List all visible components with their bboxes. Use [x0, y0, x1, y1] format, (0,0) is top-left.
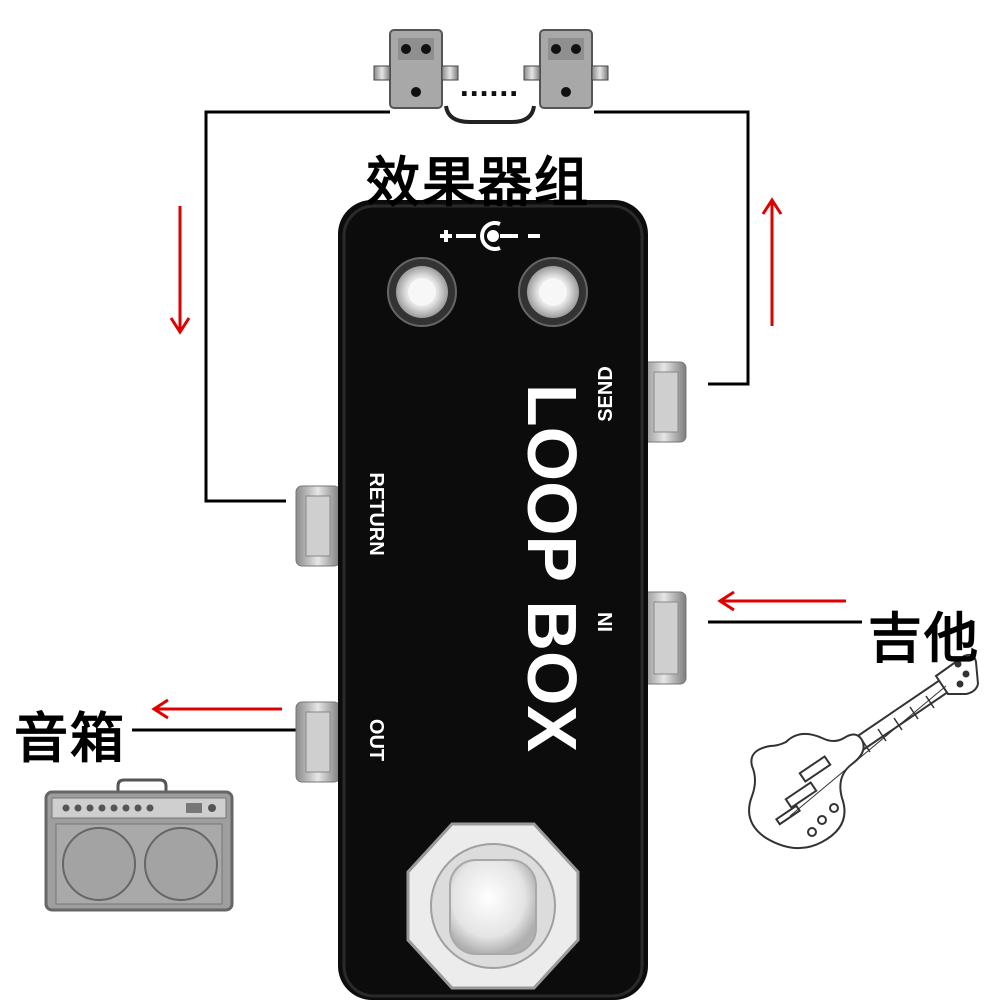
effects-chain-label: 效果器组 — [366, 151, 590, 214]
amplifier-label: 音箱 — [14, 707, 126, 770]
return-jack — [295, 485, 341, 567]
send-line — [594, 110, 750, 386]
effect-pedal-icon — [373, 29, 459, 109]
out-label: OUT — [365, 719, 387, 761]
arrow-icon — [169, 206, 191, 335]
return-label: RETURN — [365, 472, 387, 555]
arrow-icon — [151, 698, 282, 720]
send-jack — [641, 361, 687, 443]
guitar-label: 吉他 — [868, 607, 980, 670]
loop-box-pedal — [338, 200, 648, 1000]
led-right — [518, 257, 588, 327]
in-label: IN — [595, 612, 617, 632]
patch-cable — [444, 105, 536, 124]
out-jack — [295, 701, 341, 783]
brand-name: LOOP BOX — [513, 384, 591, 753]
arrow-icon — [761, 197, 783, 326]
amplifier-icon — [44, 778, 234, 912]
send-label: SEND — [595, 366, 617, 422]
arrow-icon — [717, 590, 846, 612]
electric-guitar-icon — [748, 653, 980, 849]
chain-dots: ...... — [459, 73, 518, 103]
effect-pedal-icon — [523, 29, 609, 109]
in-jack — [641, 591, 687, 685]
return-line — [204, 110, 390, 503]
led-left — [387, 257, 457, 327]
footswitch — [406, 822, 580, 990]
power-connector-icon — [440, 221, 540, 251]
